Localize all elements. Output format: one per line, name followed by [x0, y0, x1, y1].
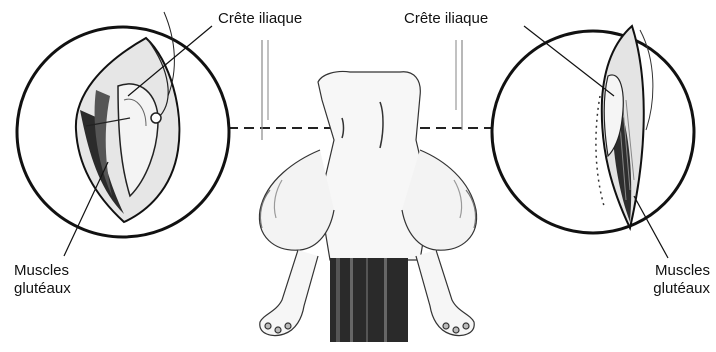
right-muscles-label: Muscles glutéaux: [606, 262, 710, 298]
right-muscles-line1: Muscles: [606, 262, 710, 280]
left-muscles-label: Muscles glutéaux: [14, 262, 71, 298]
left-muscles-line2: glutéaux: [14, 280, 71, 298]
tail-shadow: [330, 258, 408, 342]
left-muscles-line1: Muscles: [14, 262, 71, 280]
left-crest-label: Crête iliaque: [218, 10, 302, 28]
right-crest-label: Crête iliaque: [404, 10, 488, 28]
right-muscles-line2: glutéaux: [606, 280, 710, 298]
